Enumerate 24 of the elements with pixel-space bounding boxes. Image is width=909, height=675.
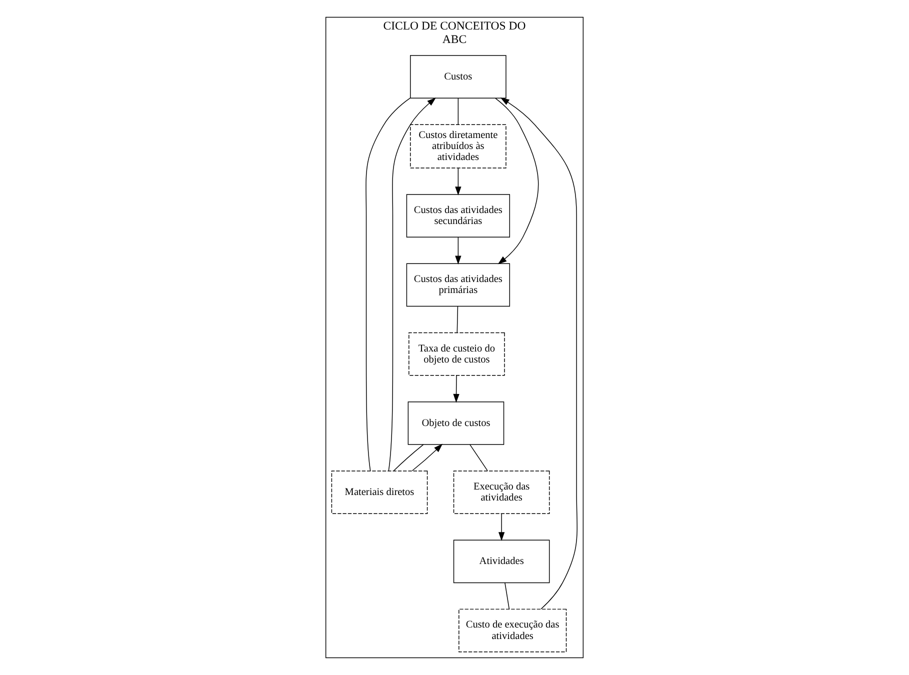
arrow bbox=[388, 98, 436, 472]
node-box: Execução das atividades bbox=[453, 470, 550, 514]
connector bbox=[504, 582, 510, 610]
node-box: Atividades bbox=[453, 540, 550, 584]
node-box: Custos bbox=[410, 55, 506, 99]
connector bbox=[456, 306, 458, 333]
node-box: Custos das atividades secundárias bbox=[406, 194, 510, 238]
arrow bbox=[453, 375, 460, 403]
node-box: Objeto de custos bbox=[408, 401, 504, 445]
arrow bbox=[495, 98, 539, 264]
connector bbox=[470, 444, 488, 472]
arrow bbox=[455, 236, 462, 265]
connector bbox=[458, 98, 459, 125]
connector bbox=[366, 98, 410, 472]
node-box: Custos das atividades primárias bbox=[406, 263, 510, 307]
arrow bbox=[500, 98, 578, 610]
arrow bbox=[498, 513, 505, 541]
node-box: Materiais diretos bbox=[331, 470, 428, 514]
connector bbox=[393, 444, 424, 472]
node-box: Taxa de custeio do objeto de custos bbox=[408, 332, 505, 376]
arrow bbox=[412, 444, 443, 472]
node-box: Custo de execução das atividades bbox=[458, 608, 567, 652]
arrow bbox=[455, 168, 462, 196]
node-box: Custos diretamente atribuídos às atividades bbox=[410, 124, 506, 168]
